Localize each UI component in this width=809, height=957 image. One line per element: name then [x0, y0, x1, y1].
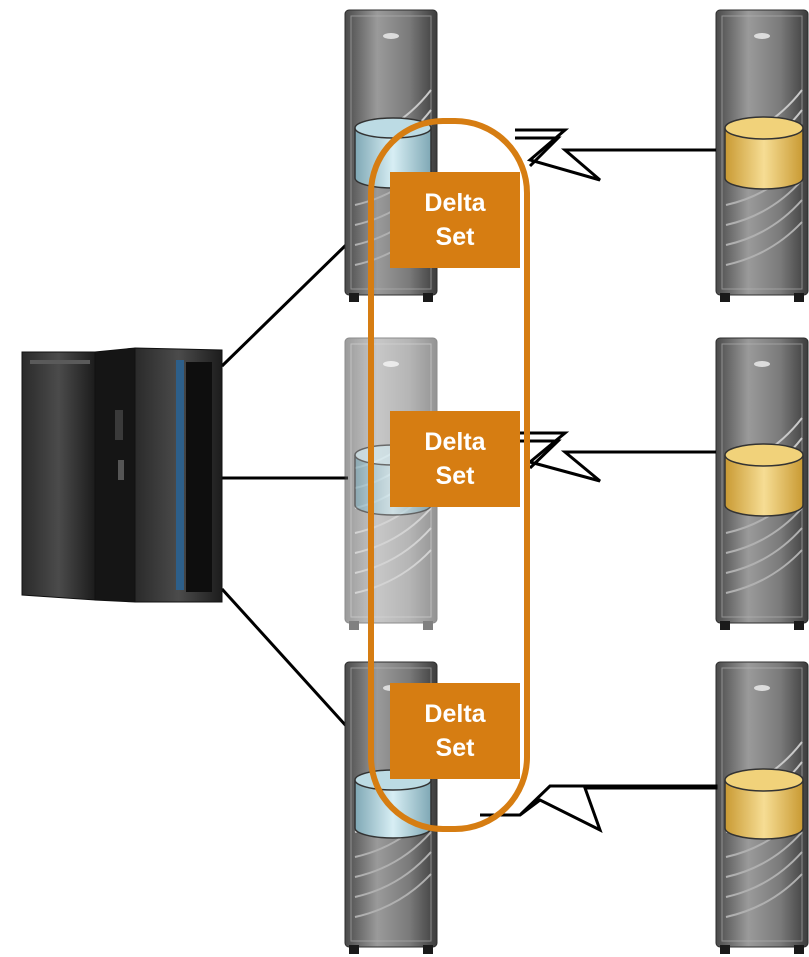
secondary-disk-top — [724, 116, 804, 190]
delta-set-label-line2: Set — [435, 734, 475, 762]
secondary-disk-bottom — [724, 768, 804, 840]
delta-set-label-line2: Set — [435, 223, 475, 251]
replication-links — [480, 128, 718, 834]
replication-link-top — [515, 128, 716, 182]
delta-set-label-line2: Set — [435, 462, 475, 490]
delta-set-label-line1: Delta — [424, 428, 486, 456]
replication-link-top-2 — [515, 136, 562, 168]
delta-set-box-bottom: Delta Set — [390, 683, 520, 779]
replication-link-middle — [515, 431, 716, 483]
secondary-disk-middle — [724, 443, 804, 517]
host-links — [220, 241, 350, 730]
delta-set-box-middle: Delta Set — [390, 411, 520, 507]
delta-set-label-line1: Delta — [424, 189, 486, 217]
delta-set-box-top: Delta Set — [390, 172, 520, 268]
consistency-group-outline — [368, 118, 530, 832]
host-link-top — [220, 241, 350, 368]
mainframe-icon — [21, 347, 223, 603]
replication-link-bottom — [480, 784, 718, 834]
host-link-bottom — [220, 587, 350, 730]
delta-set-label-line1: Delta — [424, 700, 486, 728]
